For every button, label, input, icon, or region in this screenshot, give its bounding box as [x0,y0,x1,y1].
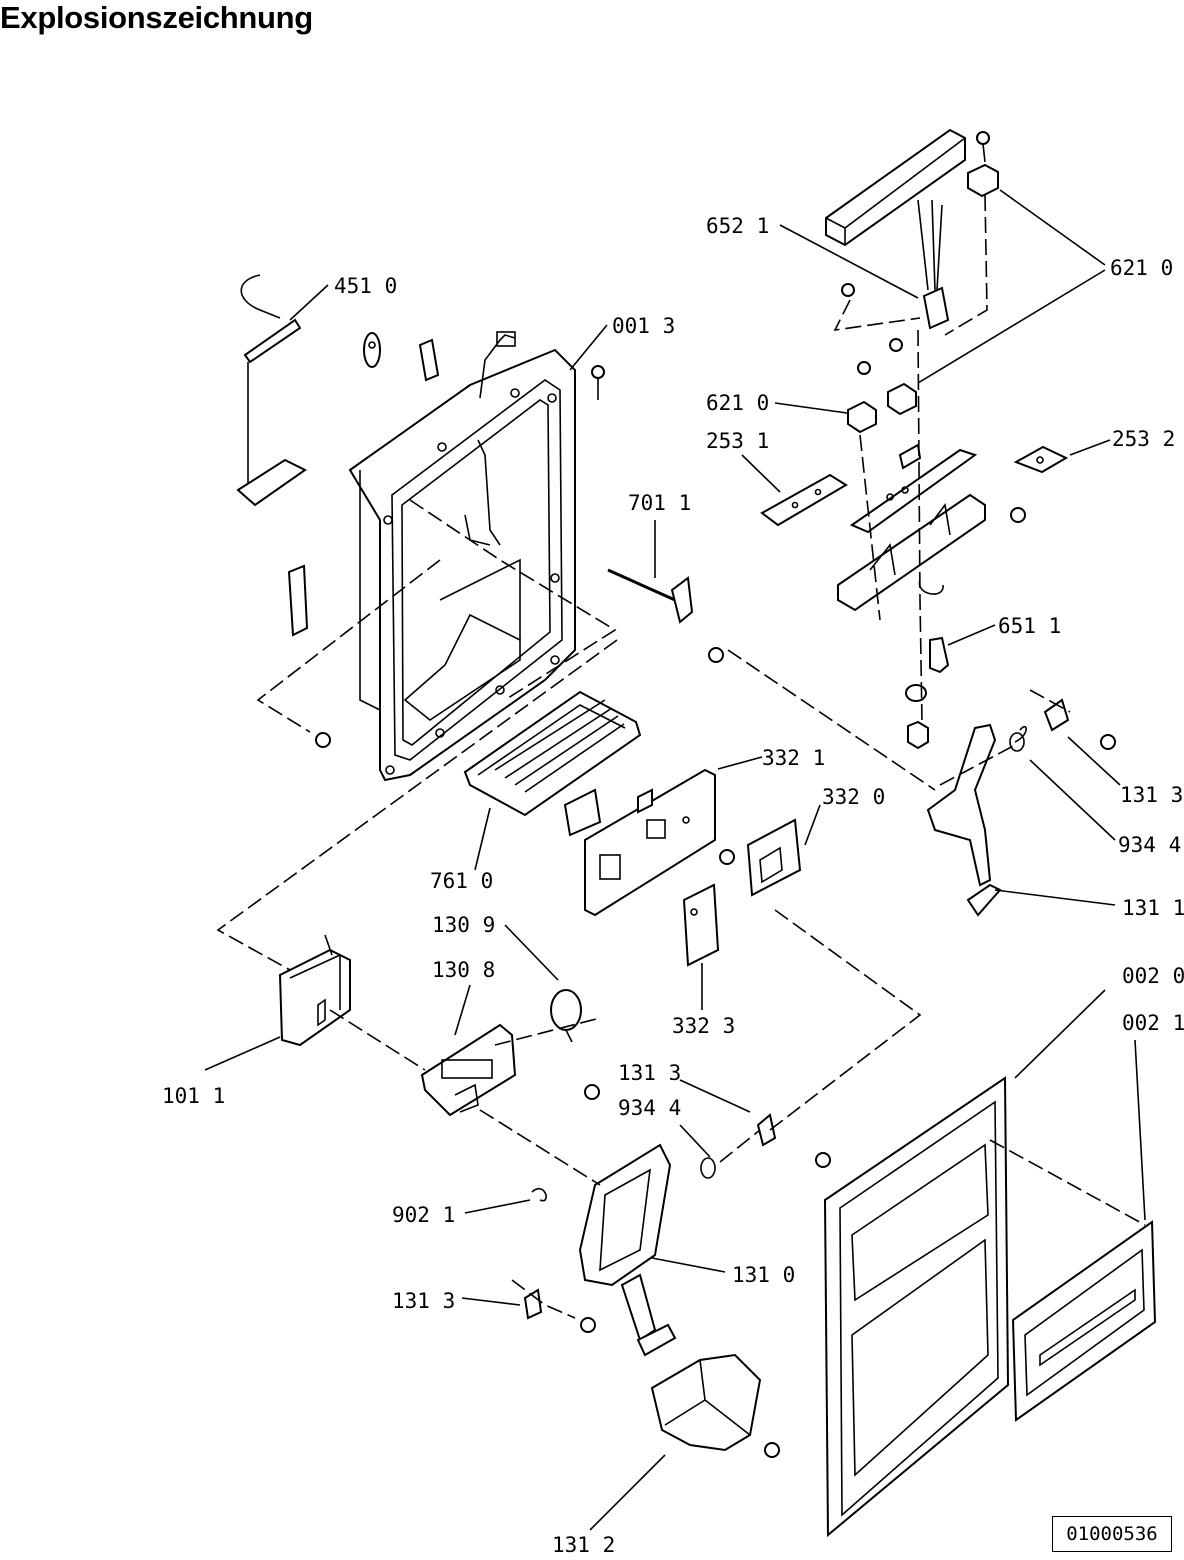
label-7011: 701 1 [628,491,691,515]
panel-3321-part [584,768,716,917]
springs-part [523,732,1025,1320]
label-3321: 332 1 [762,746,825,770]
gear-1309-part [550,989,582,1043]
module-1011-part [278,934,351,1047]
label-6210-mid: 621 0 [706,391,769,415]
label-6511: 651 1 [998,614,1061,638]
label-1312: 131 2 [552,1533,615,1557]
door-panel-0020-part [823,1076,1010,1538]
bracket-4510-part [236,274,307,507]
plate-2532-part [1013,445,1069,474]
switch-6210-upper-part [967,131,999,198]
label-3323: 332 3 [672,1014,735,1038]
block-part [287,564,309,637]
label-1309: 130 9 [432,913,495,937]
connector-part [418,338,440,382]
cup-1312-part [650,1353,762,1452]
label-6210-top: 621 0 [1110,256,1173,280]
trim-panel-0021-part [1011,1220,1157,1422]
plate-2531-part [760,473,848,527]
label-9344-mid: 934 4 [618,1096,681,1120]
clip-part [363,332,381,368]
leader-lines [204,189,1146,1531]
lever-1310-part [578,1143,677,1357]
motor-1308-part [420,1023,517,1117]
housing-frame-part [348,331,576,782]
label-0020: 002 0 [1122,964,1184,988]
bracket-3323-part [682,883,720,967]
switch-6210-mid-part [847,338,917,434]
label-9021: 902 1 [392,1203,455,1227]
label-1310: 131 0 [732,1263,795,1287]
label-1313-right: 131 3 [1120,783,1183,807]
page-title: Explosionszeichnung [0,0,313,35]
label-2531: 253 1 [706,429,769,453]
knob-6511-part [905,636,950,750]
label-9344-right: 934 4 [1118,833,1181,857]
label-2532: 253 2 [1112,427,1175,451]
document-number: 01000536 [1052,1516,1172,1552]
label-1011: 101 1 [162,1084,225,1108]
screws-part [315,365,1116,1458]
label-3320: 332 0 [822,785,885,809]
label-1313-mid: 131 3 [618,1061,681,1085]
label-1313-low: 131 3 [392,1289,455,1313]
part-labels: 652 1 621 0 451 0 001 3 621 0 253 1 253 … [162,214,1184,1557]
drip-tray-7610-part [463,690,642,837]
label-7610: 761 0 [430,869,493,893]
label-0013: 001 3 [612,314,675,338]
rod-7011-part [607,568,694,624]
label-1308: 130 8 [432,958,495,982]
cover-channel-part [825,128,966,247]
label-1311: 131 1 [1122,896,1184,920]
assembly-lines [216,194,1146,1319]
switch-bracket-part [837,443,986,612]
label-0021: 002 1 [1122,1011,1184,1035]
bracket-3320-part [746,818,802,897]
lever-1311-part [926,698,1070,917]
label-6521: 652 1 [706,214,769,238]
label-4510: 451 0 [334,274,397,298]
switch-6521-part [841,199,950,330]
